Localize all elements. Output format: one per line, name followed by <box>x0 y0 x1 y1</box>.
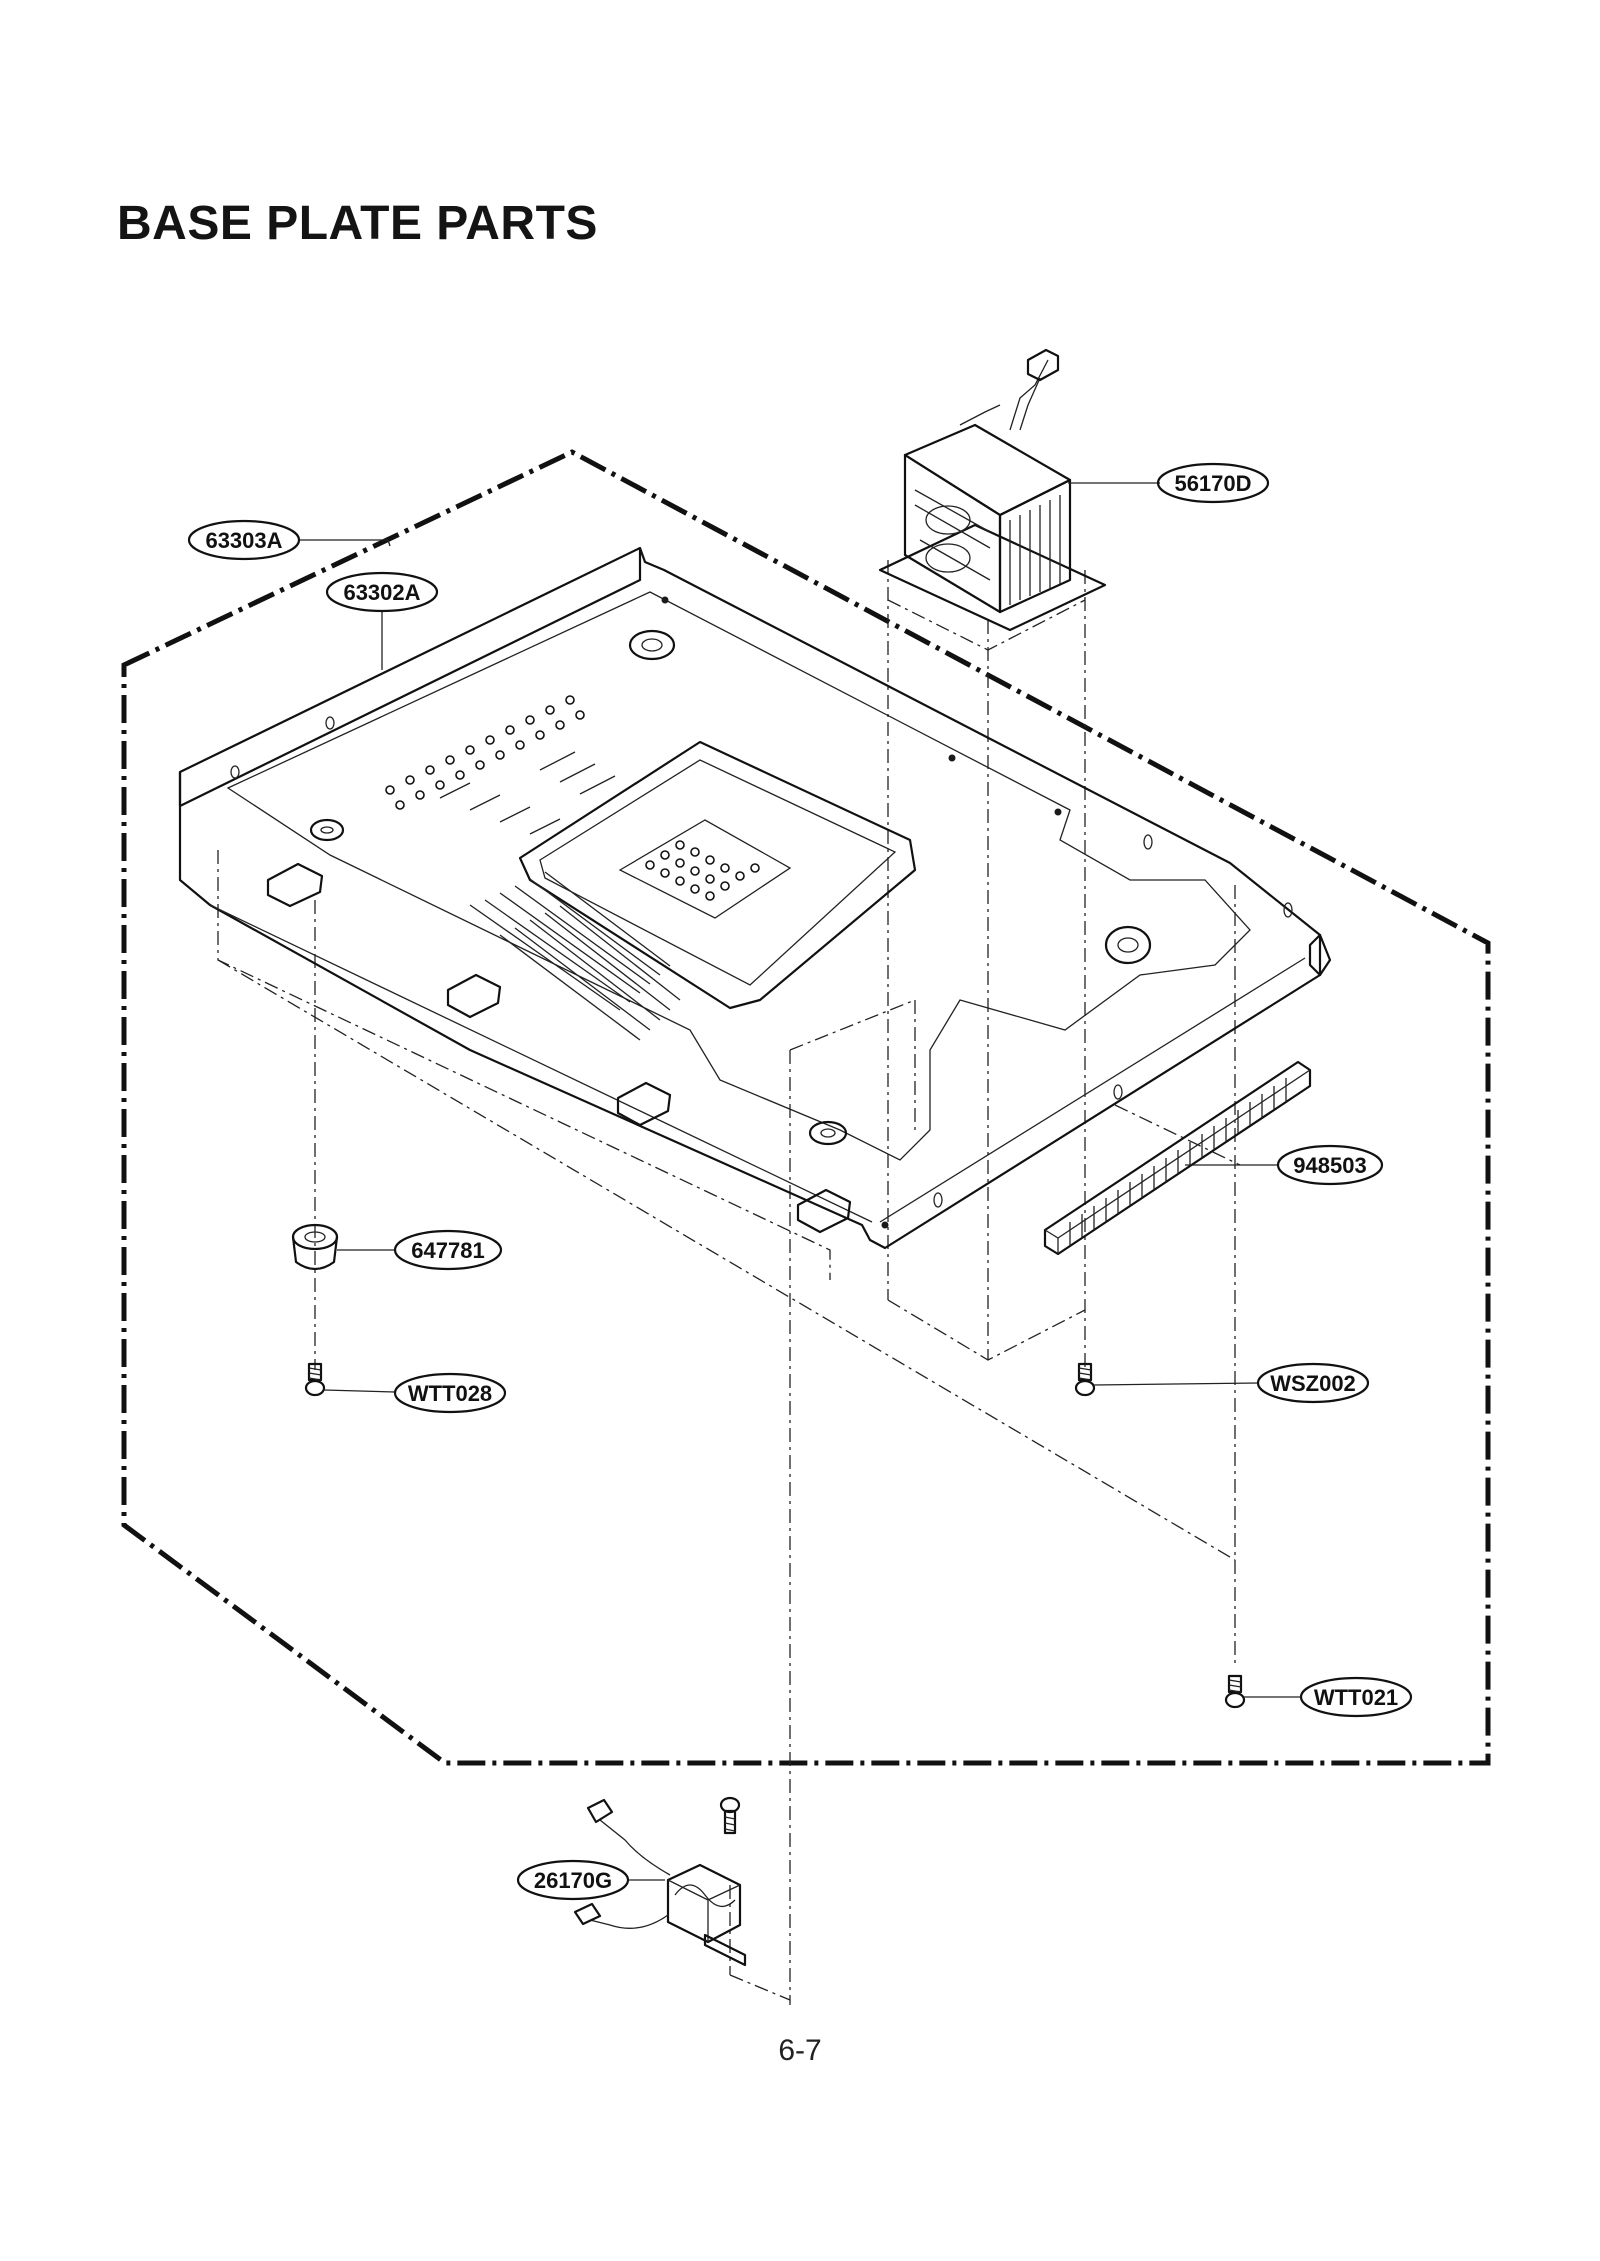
vent-holes <box>385 695 616 835</box>
callout-filter: 948503 <box>1276 1144 1384 1186</box>
callout-label-filter: 948503 <box>1293 1153 1366 1178</box>
callout-base-screw: WTT021 <box>1299 1676 1413 1718</box>
callout-label-foot: 647781 <box>411 1238 484 1263</box>
callout-label-base-screw: WTT021 <box>1314 1685 1398 1710</box>
callout-label-transformer-screw: WSZ002 <box>1270 1371 1356 1396</box>
small-transformer <box>573 1798 747 1967</box>
callout-foot: 647781 <box>393 1229 503 1271</box>
callout-label-base-plate: 63302A <box>343 580 420 605</box>
callout-base-plate: 63302A <box>325 571 439 613</box>
screw-wtt021 <box>1224 1674 1246 1709</box>
rubber-foot <box>291 1223 339 1271</box>
screw-small-transformer <box>719 1796 741 1835</box>
perforation-grid <box>618 819 792 919</box>
page-number: 6-7 <box>778 2034 822 2067</box>
callout-enclosure: 63303A <box>187 519 301 561</box>
high-voltage-transformer <box>878 348 1107 632</box>
base-plate <box>178 546 1332 1250</box>
filter-block <box>1043 1060 1312 1256</box>
callout-transformer-screw: WSZ002 <box>1256 1362 1370 1404</box>
callout-small-transformer: 26170G <box>516 1859 630 1901</box>
assembly-guide-lines <box>217 560 1241 2005</box>
screw-wsz002 <box>1074 1362 1096 1397</box>
page-title: BASE PLATE PARTS <box>117 197 598 250</box>
callout-transformer: 56170D <box>1156 462 1270 504</box>
callout-label-foot-screw: WTT028 <box>408 1381 492 1406</box>
callout-label-small-transformer: 26170G <box>534 1868 612 1893</box>
callout-label-enclosure: 63303A <box>205 528 282 553</box>
callout-foot-screw: WTT028 <box>393 1372 507 1414</box>
callout-label-transformer: 56170D <box>1174 471 1251 496</box>
enclosure-boundary <box>121 449 1491 1766</box>
louvres <box>469 871 681 1041</box>
callout-leaders <box>300 482 1300 1881</box>
screw-wtt028 <box>304 1362 326 1397</box>
